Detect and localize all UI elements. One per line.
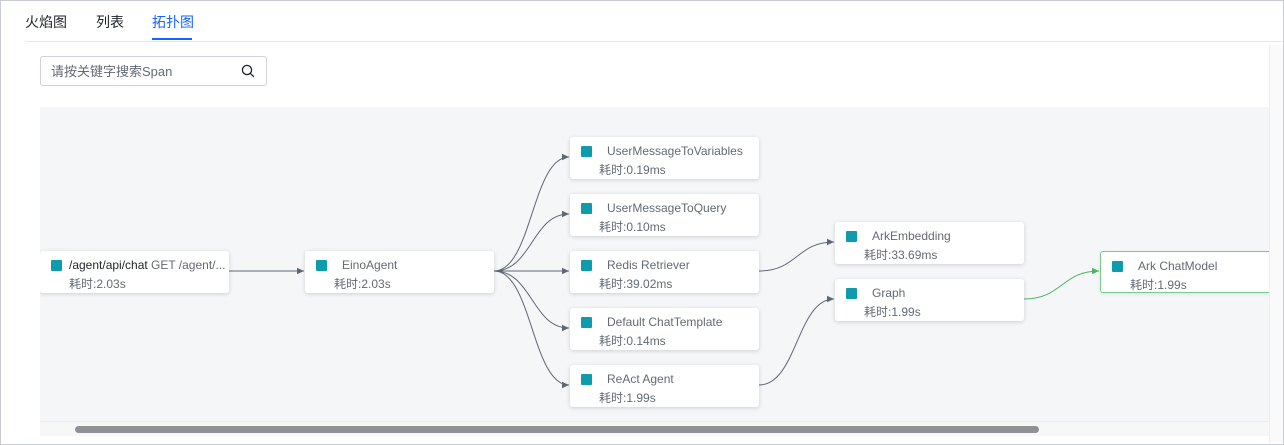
span-type-marker — [316, 260, 327, 271]
span-node-arkembedding[interactable]: ArkEmbedding 耗时:33.69ms — [835, 222, 1024, 264]
span-name: Graph — [872, 286, 906, 300]
span-node-graph[interactable]: Graph 耗时:1.99s — [835, 279, 1024, 321]
span-name: Default ChatTemplate — [607, 315, 723, 329]
span-duration: 耗时:1.99s — [864, 305, 921, 319]
span-name: ArkEmbedding — [872, 229, 951, 243]
span-type-marker — [581, 260, 592, 271]
span-name: Redis Retriever — [607, 258, 690, 272]
span-type-marker — [581, 317, 592, 328]
span-node-redis-retriever[interactable]: Redis Retriever 耗时:39.02ms — [570, 251, 759, 293]
span-node-einoagent[interactable]: EinoAgent 耗时:2.03s — [305, 251, 494, 293]
edge-einoagent-to-reactagent — [493, 270, 570, 389]
span-name: UserMessageToQuery — [607, 201, 727, 215]
span-type-marker — [581, 146, 592, 157]
search-icon[interactable] — [241, 64, 255, 78]
span-duration: 耗时:39.02ms — [599, 277, 673, 291]
span-node-default-chattemplate[interactable]: Default ChatTemplate 耗时:0.14ms — [570, 308, 759, 350]
edge-reactagent-to-graph — [758, 295, 835, 386]
span-name: /agent/api/chat — [69, 258, 148, 272]
topology-edges — [229, 153, 1100, 389]
span-type-marker — [846, 231, 857, 242]
span-name: EinoAgent — [342, 258, 398, 272]
span-duration: 耗时:0.14ms — [599, 334, 666, 348]
span-node-usermessagetoquery[interactable]: UserMessageToQuery 耗时:0.10ms — [570, 194, 759, 236]
edge-redisretriever-to-arkembedding — [758, 238, 835, 272]
tab-list[interactable]: 列表 — [96, 14, 124, 30]
tab-topology[interactable]: 拓扑图 — [152, 14, 194, 30]
span-name: UserMessageToVariables — [607, 144, 743, 158]
span-duration: 耗时:2.03s — [334, 277, 391, 291]
span-duration: 耗时:1.99s — [599, 391, 656, 405]
span-type-marker — [581, 203, 592, 214]
edge-einoagent-to-usermessagetovariables — [493, 153, 570, 272]
span-duration: 耗时:0.10ms — [599, 220, 666, 234]
span-type-marker — [1112, 261, 1123, 272]
span-node-react-agent[interactable]: ReAct Agent 耗时:1.99s — [570, 365, 759, 407]
span-duration: 耗时:0.19ms — [599, 163, 666, 177]
tab-flame-graph[interactable]: 火焰图 — [25, 14, 67, 30]
edge-einoagent-to-defaultchattemplate — [493, 270, 570, 332]
span-node-ark-chatmodel[interactable]: Ark ChatModel 耗时:1.99s — [1100, 251, 1269, 293]
span-node-agent-api-chat[interactable]: /agent/api/chat GET /agent/... 耗时:2.03s — [40, 251, 229, 293]
vertical-scrollbar[interactable] — [1269, 45, 1283, 443]
span-duration: 耗时:33.69ms — [864, 248, 938, 262]
span-search-box — [40, 56, 267, 86]
horizontal-scrollbar[interactable] — [40, 421, 1269, 436]
span-method: GET /agent/... — [151, 258, 226, 272]
span-type-marker — [51, 260, 62, 271]
horizontal-scrollbar-thumb[interactable] — [75, 426, 1039, 433]
view-tabs: 火焰图 列表 拓扑图 — [25, 1, 1283, 42]
topology-canvas[interactable]: /agent/api/chat GET /agent/... 耗时:2.03s … — [40, 107, 1269, 421]
span-type-marker — [846, 288, 857, 299]
span-node-usermessagetovariables[interactable]: UserMessageToVariables 耗时:0.19ms — [570, 137, 759, 179]
span-duration: 耗时:1.99s — [1130, 278, 1187, 292]
active-tab-indicator — [152, 38, 192, 40]
edge-einoagent-to-usermessagetoquery — [493, 210, 570, 272]
edge-graph-to-arkchatmodel — [1023, 267, 1100, 300]
span-type-marker — [581, 374, 592, 385]
span-search-input[interactable] — [51, 57, 231, 85]
span-duration: 耗时:2.03s — [69, 277, 126, 291]
span-name: Ark ChatModel — [1138, 259, 1218, 273]
span-name: ReAct Agent — [607, 372, 674, 386]
